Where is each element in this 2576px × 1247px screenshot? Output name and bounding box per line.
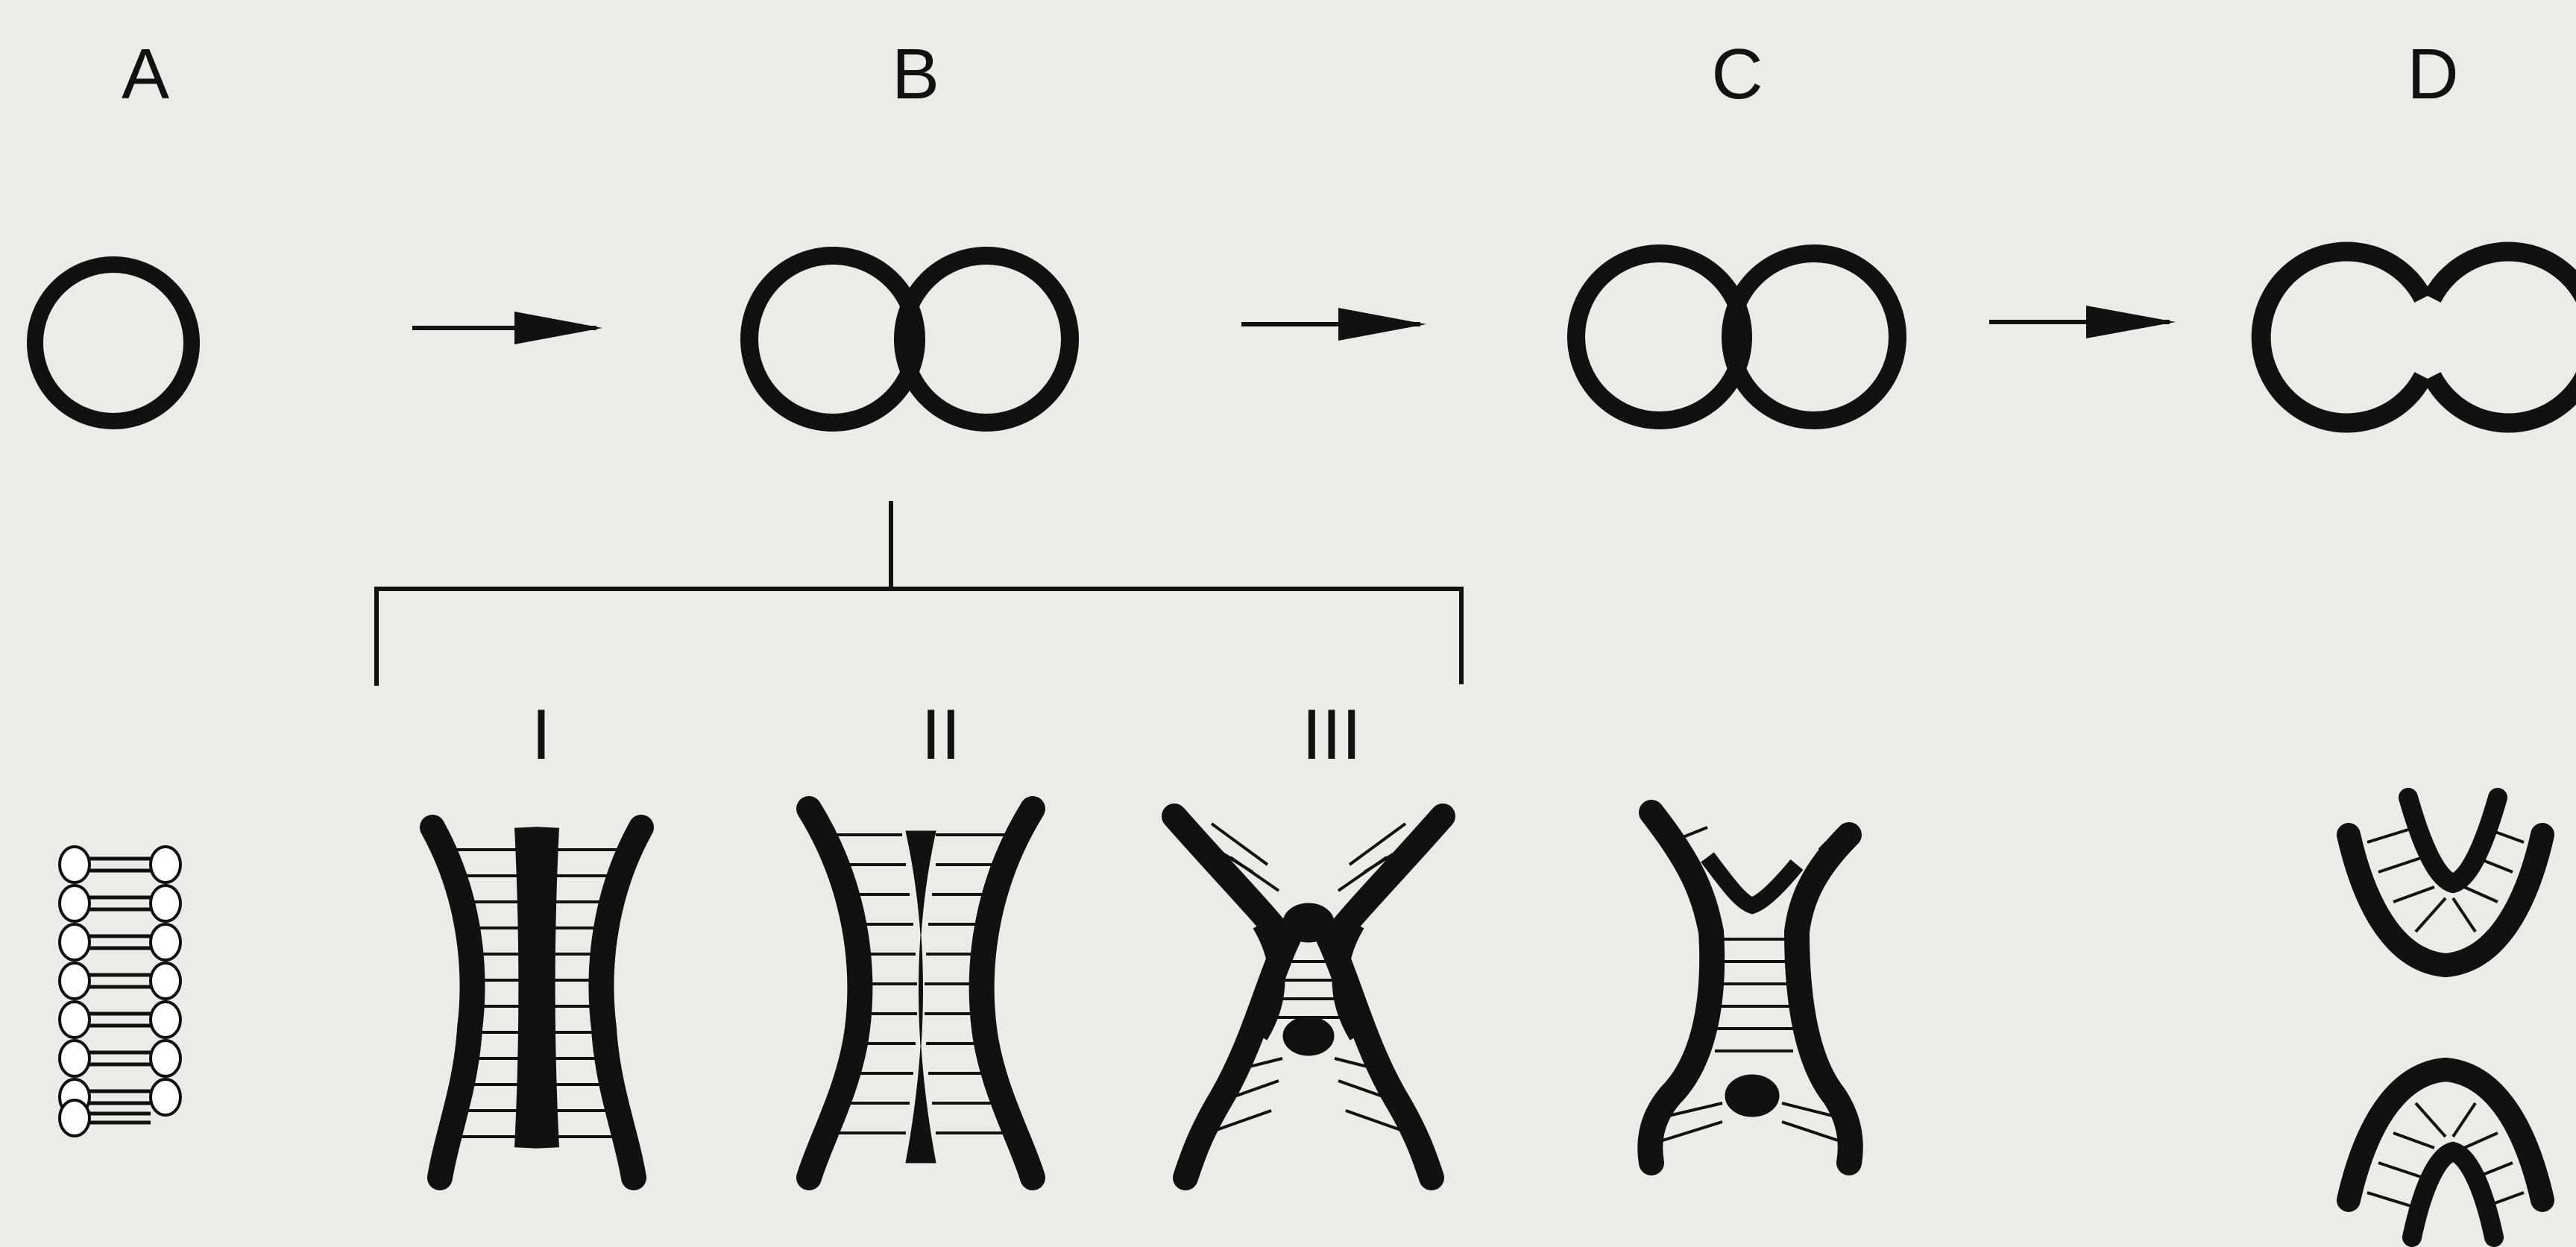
bilayer-stage-i — [432, 827, 641, 1178]
bilayer-stage-iii — [1174, 816, 1443, 1178]
panel-label-a: A — [122, 34, 169, 114]
panel-label-b: B — [892, 34, 939, 114]
panel-label-c: C — [1711, 34, 1763, 114]
stage-label-i: I — [532, 695, 552, 774]
lipid-bilayer-legend — [60, 847, 180, 1136]
stage-label-iii: III — [1302, 695, 1361, 774]
bilayer-fusion-pore-c — [1650, 812, 1851, 1163]
arrow-b-to-c — [1241, 308, 1426, 341]
stage-label-ii: II — [921, 695, 960, 774]
vesicle-pair-c — [1576, 253, 1898, 420]
vesicle-a — [35, 265, 192, 421]
panel-label-d: D — [2407, 34, 2458, 114]
vesicle-pair-b — [749, 256, 1070, 423]
bilayer-fused-d-lower — [2349, 1070, 2542, 1237]
bilayer-stage-ii — [809, 809, 1033, 1178]
arrow-a-to-b — [412, 312, 602, 344]
vesicle-pair-d-fused — [2261, 251, 2576, 423]
bracket-b — [374, 501, 1464, 686]
bilayer-fused-d-upper — [2349, 798, 2542, 965]
arrow-c-to-d — [1989, 306, 2176, 338]
